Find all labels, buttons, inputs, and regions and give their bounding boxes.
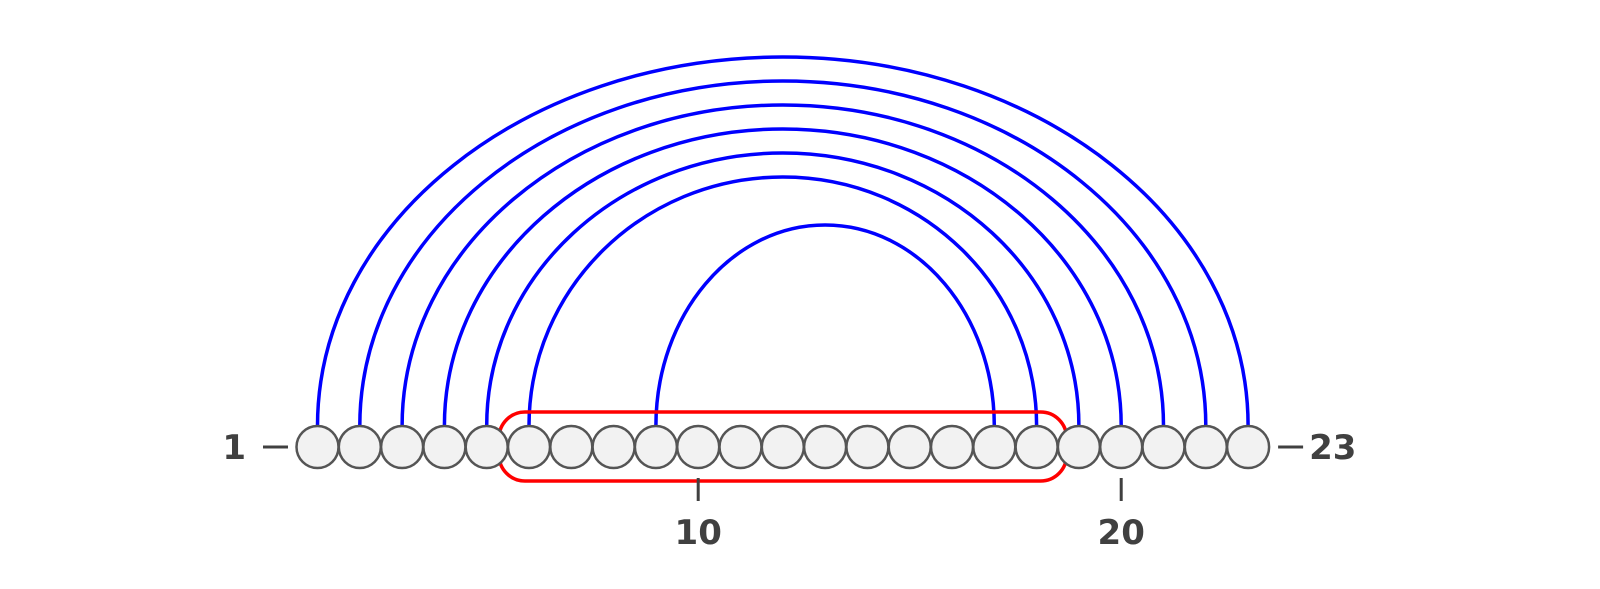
tick-layer: 10 20	[263, 445, 1304, 553]
arc-2-22	[358, 79, 1208, 427]
node-19	[1056, 424, 1102, 470]
arc-5-19	[484, 151, 1081, 427]
arc-6-18	[527, 175, 1039, 427]
node-12	[760, 424, 806, 470]
end-label: 23	[1309, 428, 1356, 468]
node-21	[1141, 424, 1186, 470]
node-23	[1225, 424, 1271, 470]
start-label: 1	[222, 428, 246, 468]
arc-3-21	[400, 103, 1166, 427]
node-4	[422, 424, 467, 470]
node-15	[887, 424, 932, 470]
node-5	[464, 424, 509, 470]
node-3	[379, 424, 425, 470]
node-20	[1098, 424, 1144, 470]
node-layer	[295, 424, 1271, 470]
arc-1-23	[315, 55, 1250, 427]
node-10	[675, 424, 721, 470]
arc-layer	[315, 55, 1250, 427]
node-14	[845, 424, 890, 470]
position-label-10: 10	[675, 513, 722, 553]
node-1	[295, 424, 340, 470]
arc-4-20	[442, 127, 1123, 427]
node-2	[337, 424, 383, 470]
node-9	[633, 424, 679, 470]
node-11	[718, 424, 763, 470]
node-22	[1183, 424, 1229, 470]
position-label-20: 20	[1098, 513, 1145, 553]
arc-9-17	[654, 223, 997, 427]
node-6	[506, 424, 552, 470]
node-18	[1014, 424, 1059, 470]
node-8	[591, 424, 636, 470]
node-17	[972, 424, 1017, 470]
node-16	[929, 424, 975, 470]
node-7	[549, 424, 594, 470]
node-13	[802, 424, 848, 470]
